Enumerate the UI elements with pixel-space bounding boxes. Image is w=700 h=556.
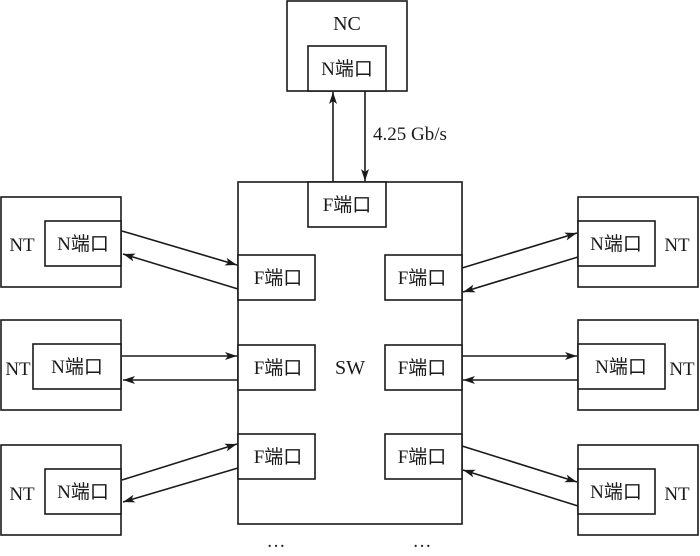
nc-label: NC [333, 13, 361, 35]
left-nt-label-3: NT [9, 484, 35, 505]
left-nt-node-2: NT N端口 [0, 319, 122, 411]
switch-node: F端口 SW F端口 F端口 F端口 F端口 F端口 F端口 [237, 181, 463, 525]
right-link-3-to-nt-arrow [461, 445, 578, 483]
right-nt-node-2: NT N端口 [577, 319, 699, 411]
left-n-port-box-2 [32, 343, 122, 390]
link-rate-label: 4.25 Gb/s [373, 124, 447, 145]
nc-n-port-label: N端口 [321, 58, 373, 80]
sw-right-f-port-box-1 [384, 254, 463, 301]
right-n-port-label-1: N端口 [590, 233, 642, 255]
left-link-1-to-sw-arrow [121, 230, 238, 266]
left-link-1-to-nt-arrow [122, 253, 239, 290]
left-link-3-to-sw-arrow [121, 443, 238, 481]
sw-left-f-port-box-1 [237, 254, 316, 301]
right-n-port-box-3 [577, 468, 656, 515]
sw-top-f-port-box [307, 181, 387, 228]
sw-left-f-port-label-1: F端口 [254, 267, 303, 289]
sw-label: SW [335, 357, 365, 379]
sw-right-f-port-box-3 [384, 433, 463, 480]
sw-left-f-port-label-2: F端口 [254, 357, 303, 379]
continuation-ellipsis-right: ··· [413, 536, 432, 556]
left-nt-node-3: NT N端口 [0, 444, 122, 536]
right-link-3-to-sw-arrow [462, 469, 579, 507]
sw-left-f-port-box-2 [237, 344, 316, 391]
right-nt-label-1: NT [664, 235, 690, 256]
left-n-port-label-1: N端口 [57, 233, 109, 255]
right-n-port-box-2 [577, 343, 666, 390]
left-nt-label-2: NT [5, 359, 31, 380]
right-nt-label-2: NT [669, 359, 695, 380]
nc-node: NC N端口 [286, 0, 408, 92]
left-nt-node-1: NT N端口 [0, 196, 122, 288]
right-link-1-to-nt-arrow [461, 232, 578, 269]
right-n-port-box-1 [577, 220, 656, 267]
right-n-port-label-2: N端口 [595, 356, 647, 378]
left-n-port-label-3: N端口 [57, 481, 109, 503]
right-n-port-label-3: N端口 [590, 481, 642, 503]
left-nt-label-1: NT [9, 235, 35, 256]
left-n-port-box-3 [44, 468, 122, 515]
right-nt-label-3: NT [664, 484, 690, 505]
left-link-3-to-nt-arrow [122, 467, 239, 503]
right-nt-node-3: NT N端口 [577, 444, 699, 536]
sw-right-f-port-label-1: F端口 [398, 267, 447, 289]
sw-right-f-port-box-2 [384, 344, 463, 391]
continuation-ellipsis-left: ··· [267, 536, 286, 556]
sw-right-f-port-label-2: F端口 [398, 357, 447, 379]
right-nt-node-1: NT N端口 [577, 196, 699, 288]
sw-left-f-port-box-3 [237, 433, 316, 480]
sw-top-f-port-label: F端口 [323, 194, 372, 216]
sw-right-f-port-label-3: F端口 [398, 446, 447, 468]
sw-left-f-port-label-3: F端口 [254, 446, 303, 468]
left-n-port-label-2: N端口 [51, 356, 103, 378]
left-n-port-box-1 [44, 220, 122, 267]
nc-n-port-box [307, 45, 387, 92]
right-link-1-to-sw-arrow [462, 256, 579, 293]
